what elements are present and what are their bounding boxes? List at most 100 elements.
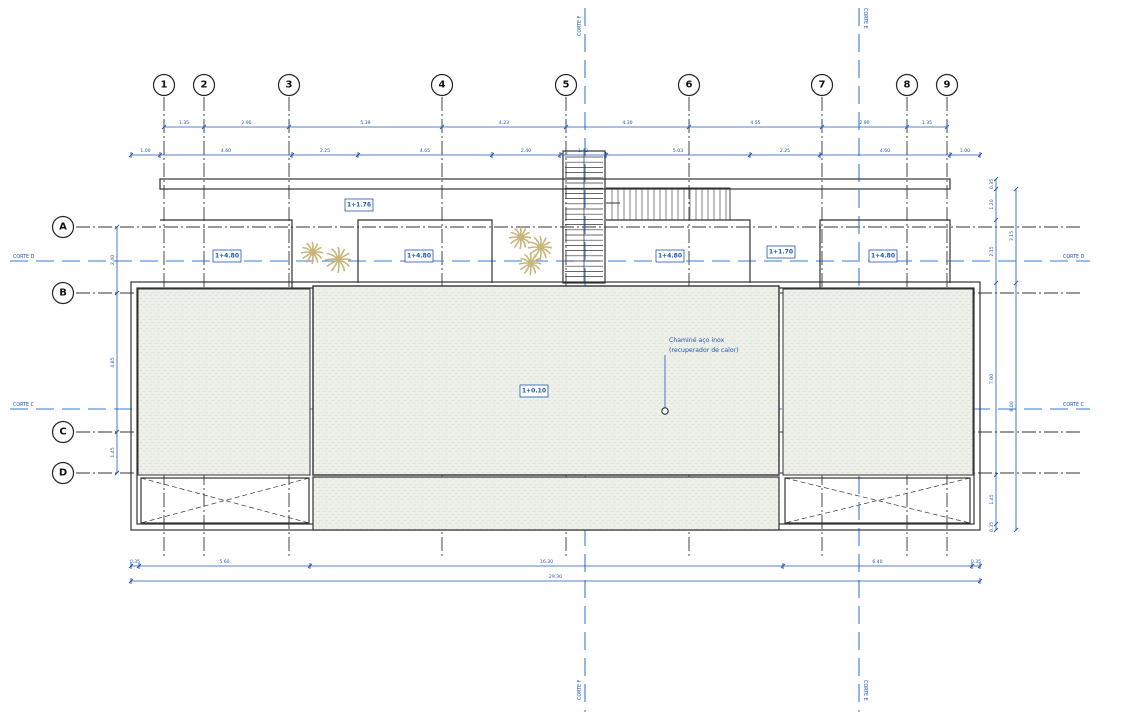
plant-leaf (529, 257, 540, 265)
bubble-label: 9 (944, 80, 951, 91)
dimension-label: 16.30 (540, 559, 553, 565)
level-marker: 1+4.80 (212, 249, 242, 263)
level-box (344, 198, 374, 212)
plant-leaf (527, 246, 541, 249)
roof-zone-left (137, 288, 311, 476)
upper-volume-center (357, 219, 493, 283)
level-box (766, 245, 796, 259)
bubble-circle (430, 73, 454, 97)
dimension-tick (114, 224, 120, 230)
dimension-tick (993, 176, 999, 182)
plant-icon (527, 235, 553, 261)
grid-bubble-col-8: 8 (895, 73, 919, 97)
dimension-label: 4.55 (750, 120, 760, 126)
dimension-label: 2.15 (989, 246, 995, 256)
dimension-label: 4.85 (110, 357, 116, 367)
level-box (212, 249, 242, 263)
level-label: 1+4.80 (407, 253, 431, 260)
dimension-label: 3.15 (1009, 231, 1015, 241)
dimension-label: 4.23 (499, 120, 509, 126)
stair-flight-outline (606, 187, 731, 220)
cut-label-e-bottom: CORTE E (862, 680, 868, 701)
bubble-label: 4 (439, 80, 446, 91)
plant-leaf (539, 241, 551, 249)
level-label: 1+0.10 (522, 388, 546, 395)
dimension-chain-right-inner: 0.351.202.157.001.450.35 (989, 176, 999, 533)
bubble-circle (51, 215, 75, 239)
stair-flight-right (606, 187, 731, 220)
roof-zone-lower-center (312, 476, 780, 531)
dimension-label: 2.25 (780, 148, 790, 154)
dimension-tick (993, 521, 999, 527)
cut-label-c-left: CORTE C (13, 402, 35, 408)
dimension-label: 1.00 (960, 148, 970, 154)
bubble-circle (895, 73, 919, 97)
bubble-label: B (59, 288, 67, 299)
plant-group (300, 226, 553, 276)
grid-bubble-col-7: 7 (810, 73, 834, 97)
dimension-tick (114, 429, 120, 435)
plant-icon (508, 226, 532, 250)
level-box (655, 249, 685, 263)
dimension-label: 0.35 (989, 179, 995, 189)
dimension-tick (114, 470, 120, 476)
dimension-label: 0.35 (989, 522, 995, 532)
dimension-label: 4.60 (880, 148, 890, 154)
plant-icon (324, 246, 352, 274)
dimension-label: 1.42 (578, 148, 588, 154)
plant-leaf (324, 258, 339, 261)
bubble-label: D (59, 468, 67, 479)
cut-label-c-right: CORTE C (1063, 402, 1085, 408)
level-box (868, 249, 898, 263)
cut-labels: CORTE D CORTE D CORTE C CORTE C CORTE F … (13, 8, 1085, 701)
level-label: 1+1.76 (347, 202, 371, 209)
grid-bubble-row-A: A (51, 215, 75, 239)
bubble-label: 5 (563, 80, 570, 91)
dimension-label: 2.90 (241, 120, 251, 126)
level-label: 1+4.80 (215, 253, 239, 260)
grid-bubble-col-4: 4 (430, 73, 454, 97)
bubble-circle (51, 420, 75, 444)
bubble-label: 7 (819, 80, 826, 91)
void-left-cross-a (140, 477, 310, 524)
level-marker: 1+4.80 (868, 249, 898, 263)
level-marker: 1+1.70 (766, 245, 796, 259)
dimension-chain-left: 2.404.851.45 (110, 224, 120, 476)
level-label: 1+4.80 (871, 253, 895, 260)
cut-label-f-top: CORTE F (577, 15, 583, 36)
dimension-label: 5.03 (673, 148, 683, 154)
level-box (519, 384, 549, 398)
dimension-label: 6.40 (872, 559, 882, 565)
void-left (140, 477, 310, 524)
grid-bubble-row-C: C (51, 420, 75, 444)
grid-bubble-col-9: 9 (935, 73, 959, 97)
dimension-label: 1.00 (140, 148, 150, 154)
dimension-tick (993, 280, 999, 286)
dimension-label: 1.45 (989, 494, 995, 504)
dimension-label: 4.60 (221, 148, 231, 154)
void-right (784, 477, 971, 524)
bubble-label: 3 (286, 80, 293, 91)
dimension-label: 29.30 (549, 574, 562, 580)
cut-label-f-bottom: CORTE F (577, 679, 583, 700)
level-marker: 1+4.80 (655, 249, 685, 263)
dimension-label: 0.35 (130, 559, 140, 565)
dimension-label: 4.65 (420, 148, 430, 154)
plant-leaf (519, 231, 530, 239)
grid-bubble-col-2: 2 (192, 73, 216, 97)
dimension-label: 7.00 (989, 374, 995, 384)
bubble-circle (935, 73, 959, 97)
dimension-tick (1013, 186, 1019, 192)
chimney-annotation: Chaminé aço inox (recuperador de calor) (669, 336, 739, 354)
cut-label-e-top: CORTE E (862, 8, 868, 29)
bubble-circle (554, 73, 578, 97)
chimney-mark (661, 407, 669, 415)
dimension-label: 0.35 (971, 559, 981, 565)
bubble-circle (192, 73, 216, 97)
dimension-label: 2.40 (521, 148, 531, 154)
level-label: 1+4.80 (658, 253, 682, 260)
level-marker: 1+0.10 (519, 384, 549, 398)
